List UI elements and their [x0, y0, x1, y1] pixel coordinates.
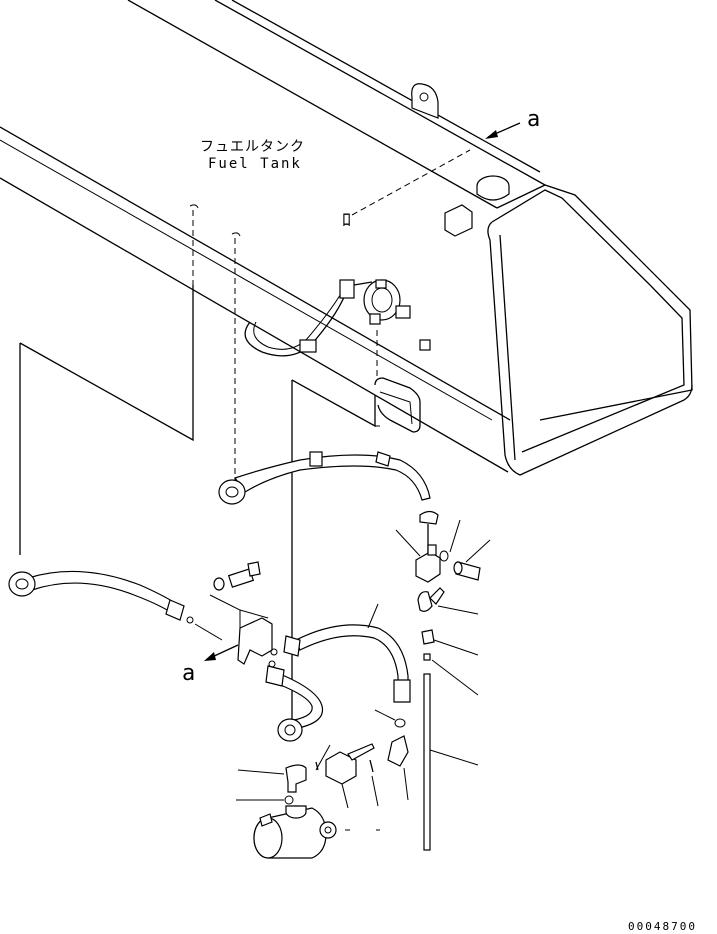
- leader-hook-1: [189, 204, 199, 209]
- leader-bolt: [465, 539, 491, 563]
- view-label-a-top: a: [527, 107, 540, 132]
- leader-pin: [371, 775, 379, 807]
- view-arrow-a-left: [204, 644, 239, 661]
- dashed-section-line: ﾛ: [342, 149, 471, 231]
- fuel-tank-title-jp: フュエルタンク: [200, 139, 305, 155]
- leader-washer: [449, 519, 461, 553]
- leader-elbow: [403, 767, 409, 801]
- leader-right-hose: [367, 603, 379, 629]
- fuel-tank: [0, 0, 693, 725]
- leader-elbow-joint: [237, 769, 285, 775]
- leader-plug: [431, 659, 479, 696]
- bottom-parts: [253, 743, 375, 859]
- left-hose: [8, 570, 194, 624]
- valve-parts: [387, 510, 481, 851]
- leader-tube: [429, 749, 479, 766]
- view-arrow-a-top: [485, 122, 521, 139]
- section-marker: ﾛ: [342, 210, 351, 231]
- view-label-a-left: a: [182, 661, 195, 686]
- bolt-upper: [213, 561, 261, 591]
- leader-cock: [437, 605, 479, 615]
- leader-lever-valve: [341, 783, 349, 809]
- bracket: [209, 594, 278, 668]
- fuel-tank-title-en: Fuel Tank: [208, 156, 302, 172]
- leader-oring-left: [194, 623, 223, 641]
- leader-oring-right: [374, 709, 396, 721]
- leader-small-pin: [315, 744, 331, 771]
- leader-valve: [395, 529, 421, 557]
- drawing-number: 00048700: [628, 920, 697, 933]
- right-hose: [283, 624, 411, 728]
- center-hose: [265, 665, 324, 742]
- leader-nipple: [433, 639, 479, 656]
- leader-hook-2: [231, 232, 241, 237]
- wire-harness: [244, 279, 411, 357]
- upper-hose: [218, 451, 431, 505]
